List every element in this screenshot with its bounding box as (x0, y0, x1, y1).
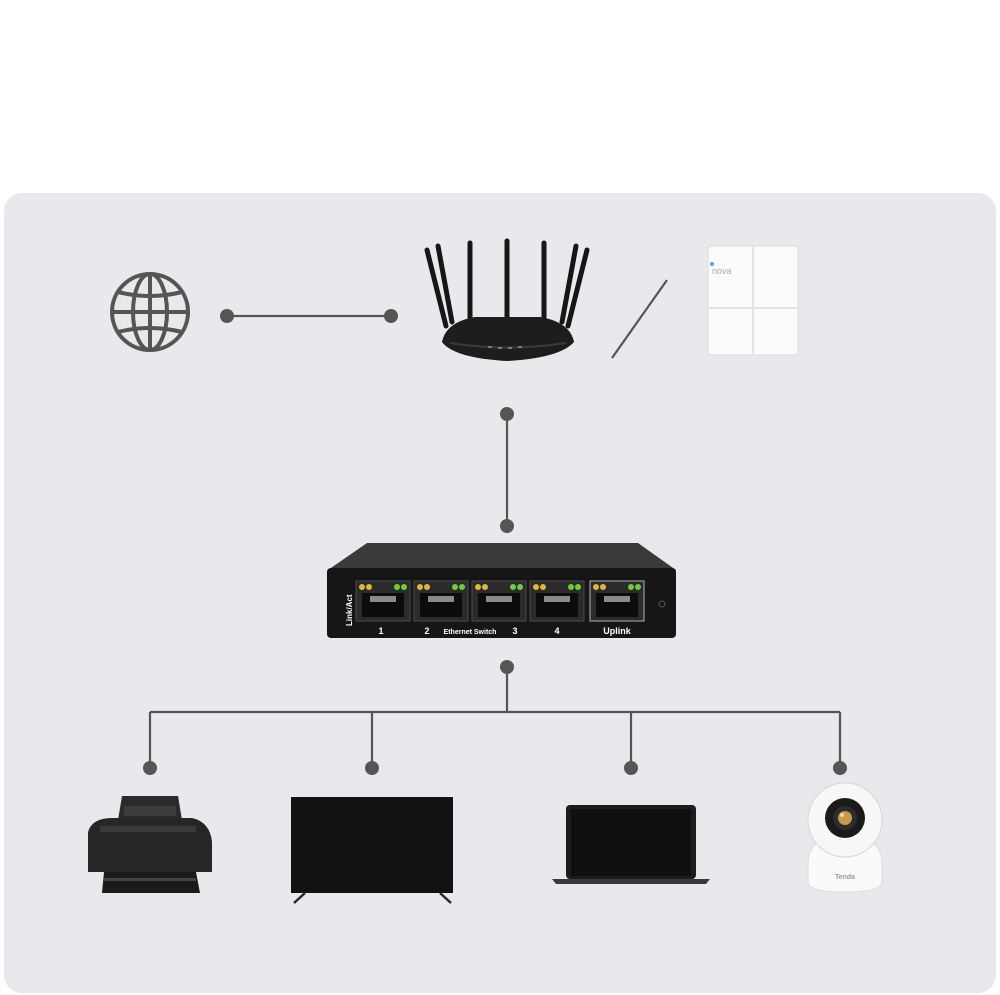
router-antennas (424, 238, 590, 329)
port-1 (355, 580, 411, 622)
dot (365, 761, 379, 775)
globe-icon (110, 272, 190, 352)
port-3 (471, 580, 527, 622)
dot (500, 407, 514, 421)
router-body (442, 317, 574, 361)
mesh-wifi-node: nova (707, 245, 799, 356)
printer (88, 796, 212, 893)
port-2 (413, 580, 469, 622)
mesh-led (710, 262, 714, 266)
port-label-3: 3 (512, 626, 517, 636)
switch-ports (355, 580, 645, 622)
port-label-1: 1 (378, 626, 383, 636)
port-label-2: 2 (424, 626, 429, 636)
ethernet-switch-label: Ethernet Switch (444, 629, 497, 636)
port-label-4: 4 (554, 626, 559, 636)
router (424, 238, 590, 361)
dot (220, 309, 234, 323)
ethernet-switch: Link/Act (327, 543, 676, 638)
dot (624, 761, 638, 775)
connections (148, 279, 842, 768)
switch-top (328, 543, 676, 570)
television (291, 797, 453, 904)
link-act-label: Link/Act (345, 594, 354, 626)
dot (384, 309, 398, 323)
connection-dots (143, 309, 847, 775)
dot (500, 519, 514, 533)
router-leds (488, 346, 522, 349)
camera-brand-label: Tenda (835, 874, 855, 881)
power-indicator (658, 600, 666, 608)
port-label-uplink: Uplink (603, 626, 631, 636)
router-to-mesh-line (611, 279, 668, 359)
port-uplink (589, 580, 645, 622)
security-camera: Tenda (807, 782, 883, 893)
dot (143, 761, 157, 775)
dot (500, 660, 514, 674)
mesh-brand-label: nova (712, 266, 732, 276)
dot (833, 761, 847, 775)
port-4 (529, 580, 585, 622)
laptop (552, 805, 710, 884)
